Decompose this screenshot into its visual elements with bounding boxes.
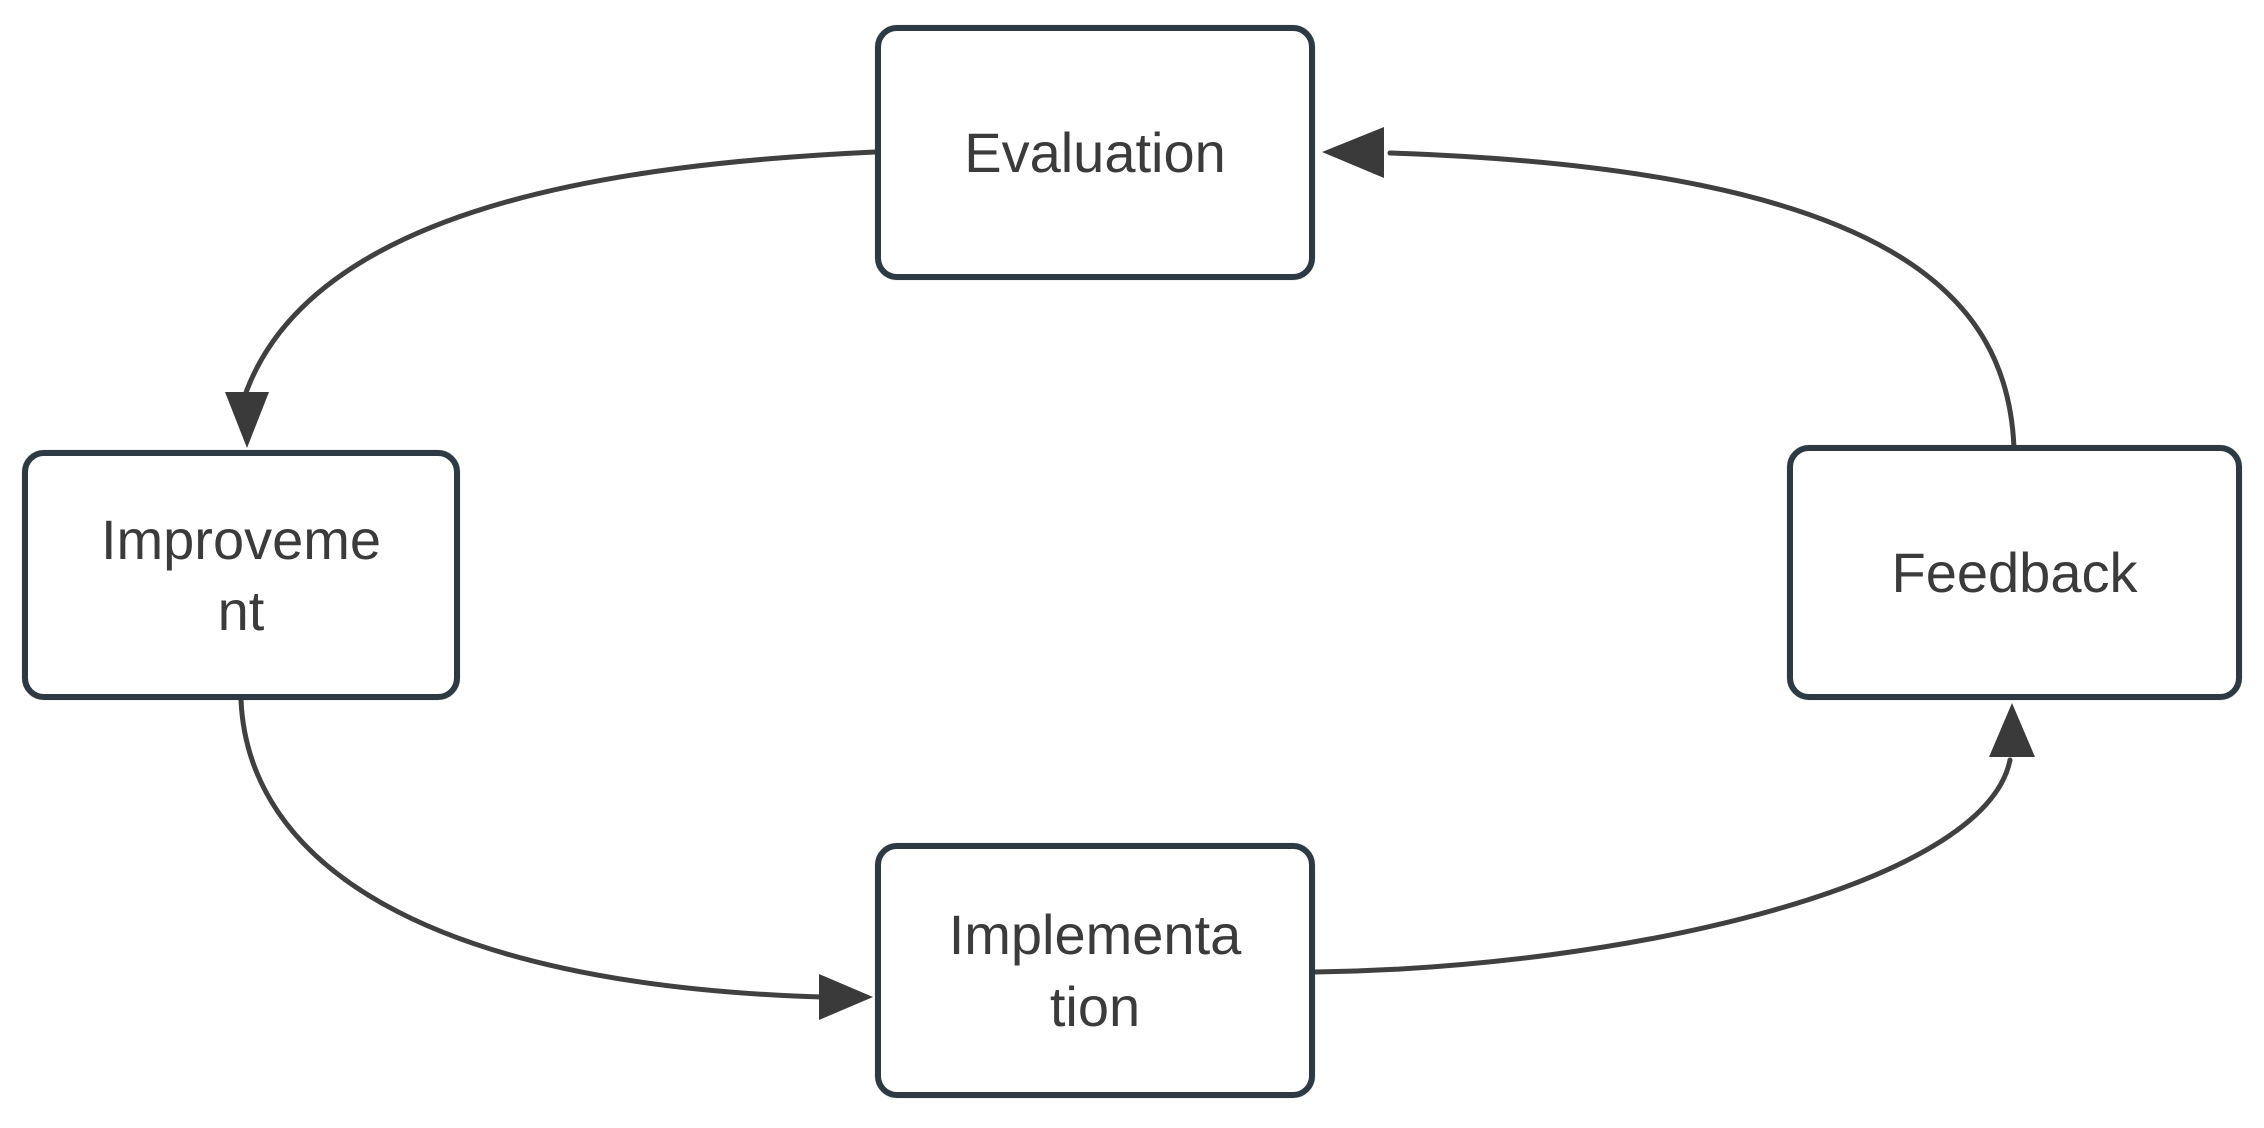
edge-implementation-to-feedback <box>1312 757 2013 975</box>
arrowhead-into-implementation <box>819 974 873 1020</box>
node-improvement: Improveme nt <box>22 450 460 700</box>
arrowhead-into-improvement <box>225 392 269 448</box>
edge-feedback-to-evaluation <box>1387 150 2017 451</box>
arrowhead-into-feedback <box>1989 703 2035 757</box>
node-feedback: Feedback <box>1787 445 2242 700</box>
edge-evaluation-to-improvement <box>241 149 878 401</box>
node-evaluation: Evaluation <box>875 25 1315 280</box>
edge-improvement-to-implementation <box>238 697 825 1000</box>
arrowhead-into-evaluation <box>1322 127 1384 178</box>
node-implementation: Implementa tion <box>875 843 1315 1098</box>
